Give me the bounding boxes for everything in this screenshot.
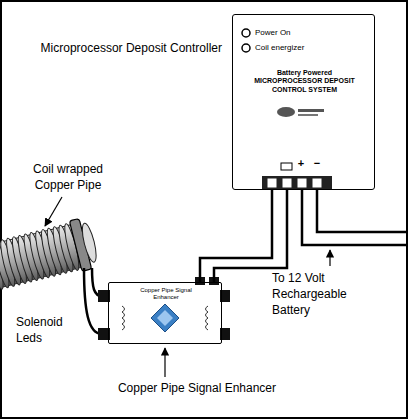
product-text: Copper Pipe Signal Enhancer (136, 287, 196, 301)
inductor-symbol (122, 306, 125, 330)
logo-diamond (151, 304, 179, 332)
brand-logo (277, 107, 295, 117)
led-label: Coil energizer (255, 43, 367, 53)
terminal-strip (262, 176, 332, 190)
callout-label: Microprocessor Deposit Controller (40, 40, 222, 56)
led-label: Power On (255, 28, 367, 38)
battery-wire (302, 190, 406, 245)
callout-label: Copper Pipe Signal Enhancer (67, 380, 327, 396)
terminal-screw (313, 179, 322, 188)
brand-logo (298, 114, 318, 116)
leader-arrow (164, 348, 165, 377)
logo-diamond (157, 310, 173, 326)
pipe-end (80, 222, 99, 263)
coil-led (242, 44, 250, 52)
inductor-symbol (206, 306, 209, 330)
product-text: Battery Powered MICROPROCESSOR DEPOSIT C… (247, 69, 362, 94)
terminal-sign: − (311, 156, 323, 171)
brand-logo (298, 109, 324, 112)
power-led (242, 29, 250, 37)
callout-label: Coil wrapped Copper Pipe (22, 161, 114, 193)
signal-enhancer-box: Copper Pipe Signal Enhancer (108, 282, 222, 344)
leader-arrow (45, 197, 62, 226)
battery-wire (317, 190, 406, 232)
leader-arrow (329, 250, 330, 266)
callout-label: To 12 Volt Rechargeable Battery (272, 270, 372, 319)
terminal-screw (268, 179, 277, 188)
terminal-sign: + (295, 156, 307, 171)
wire-connector (214, 190, 287, 282)
callout-label: Solenoid Leds (16, 314, 78, 346)
battery-icon (281, 163, 292, 170)
terminal-screw (298, 179, 307, 188)
terminal-screw (283, 179, 292, 188)
